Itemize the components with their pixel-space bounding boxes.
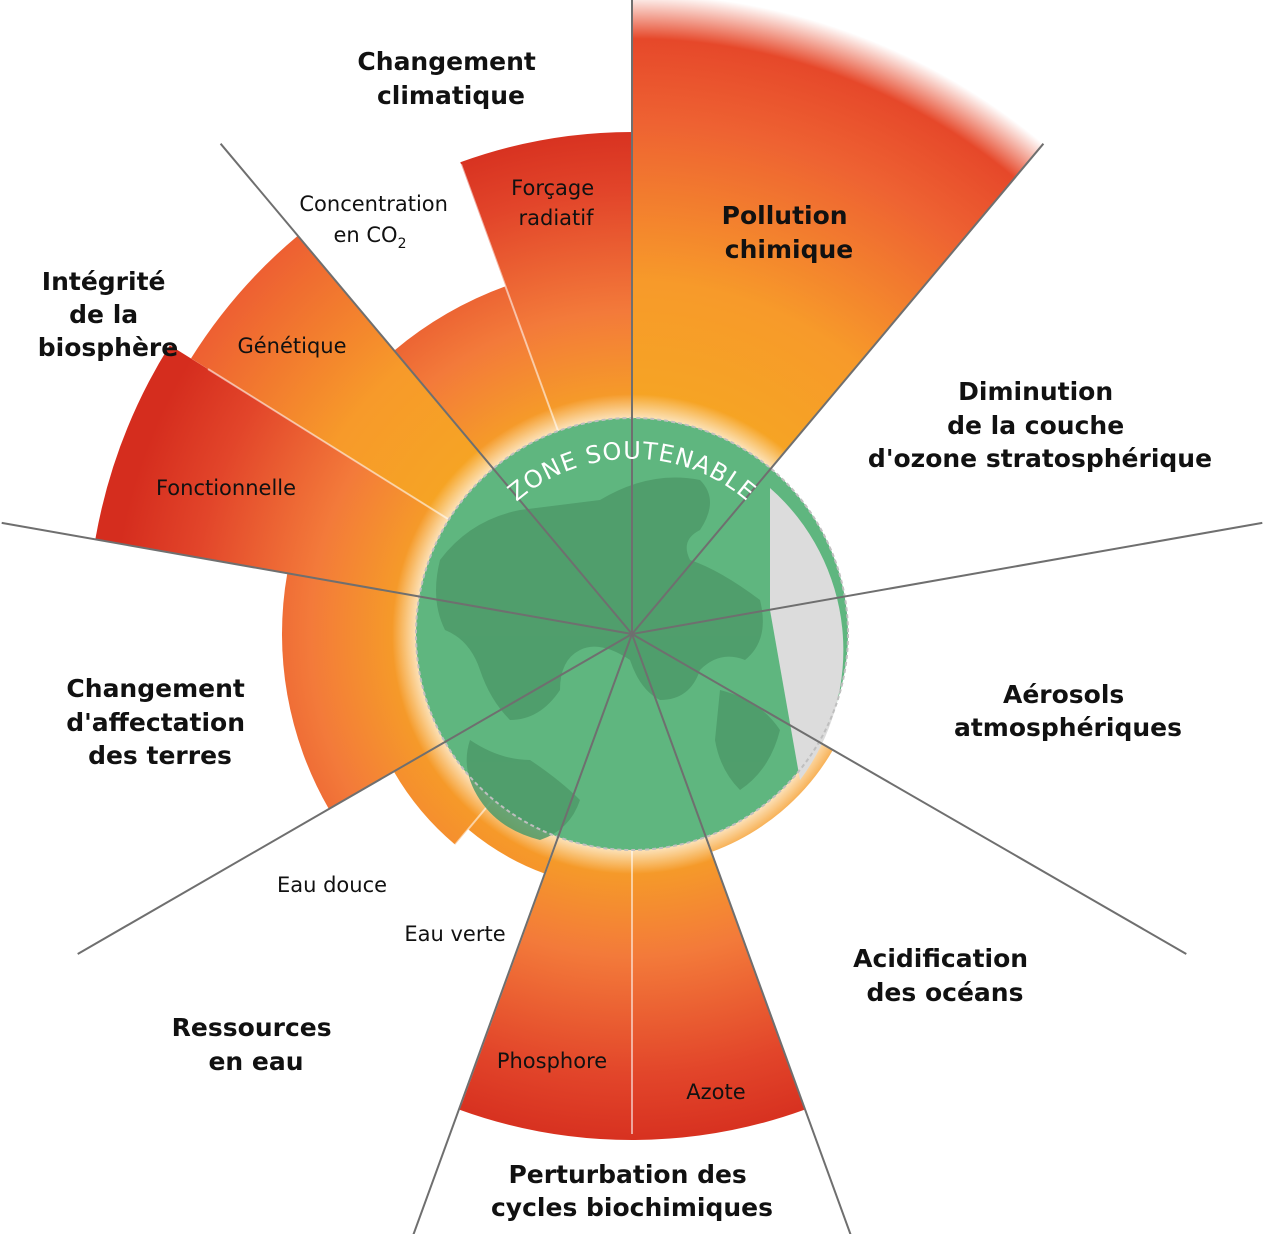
label-chemical-pollution: Pollution chimique: [722, 201, 857, 264]
sublabel-nitrogen: Azote: [686, 1080, 745, 1104]
divider-spoke: [219, 143, 633, 635]
label-biogeochemical-flows: Perturbation des cycles biochimiques: [491, 1160, 773, 1222]
label-land-system-change: Changement d'affectation des terres: [66, 674, 253, 770]
sublabel-phosphorus: Phosphore: [497, 1049, 607, 1073]
divider-spoke: [77, 633, 633, 955]
unknown-zone-area: [770, 488, 844, 780]
divider-spoke: [631, 521, 1263, 635]
label-climate: Changement climatique: [357, 47, 544, 110]
sublabel-freshwater: Eau douce: [277, 873, 387, 897]
sublabel-genetic: Génétique: [237, 334, 346, 358]
sublabel-green-water: Eau verte: [404, 922, 505, 946]
globe-continents-icon: [436, 477, 780, 840]
label-ozone-depletion: Diminution de la couche d'ozone stratosp…: [868, 377, 1212, 473]
label-aerosols: Aérosols atmosphériques: [954, 680, 1182, 742]
label-biosphere-integrity: Intégrité de la biosphère: [38, 267, 178, 362]
label-freshwater: Ressources en eau: [172, 1013, 341, 1076]
divider-spoke: [1, 521, 633, 635]
sublabel-co2-concentration: Concentration en CO2: [299, 192, 454, 252]
divider-spoke: [631, 633, 1187, 955]
label-ocean-acidification: Acidification des océans: [853, 944, 1037, 1007]
divider-spoke: [631, 143, 1045, 635]
divider-spoke: [631, 633, 852, 1234]
sublabel-radiative-forcing: Forçage radiatif: [511, 176, 601, 230]
divider-spoke: [412, 633, 633, 1234]
sublabel-functional: Fonctionnelle: [156, 476, 296, 500]
